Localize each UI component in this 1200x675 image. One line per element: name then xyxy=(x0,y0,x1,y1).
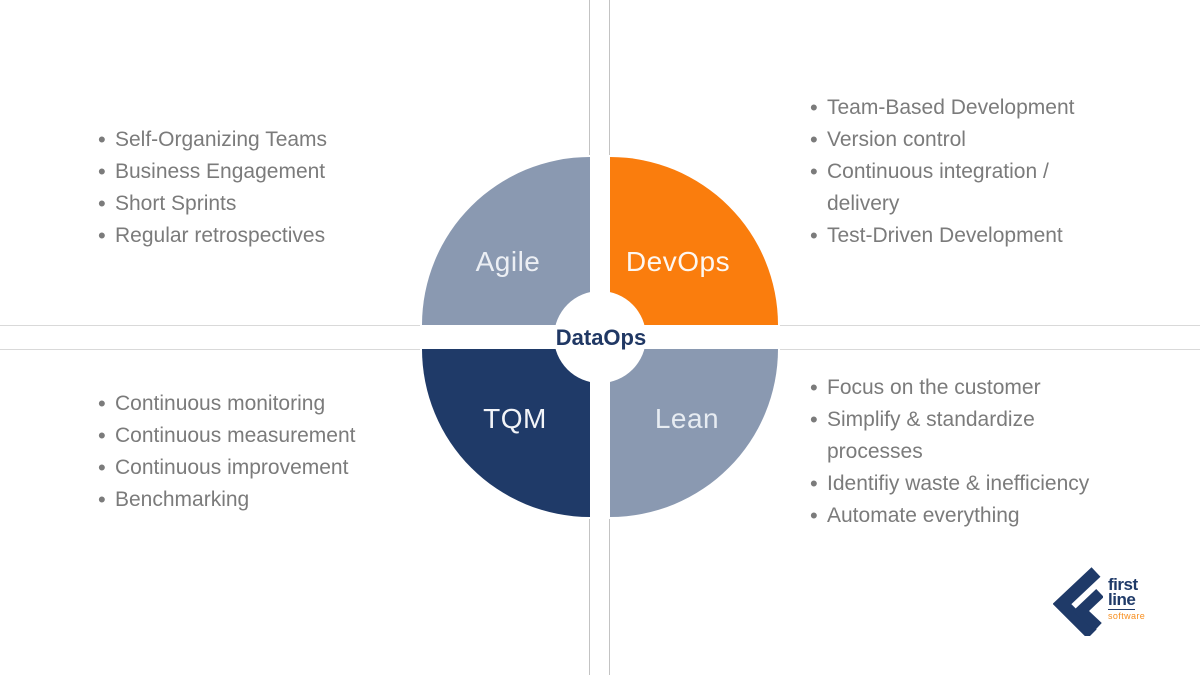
list-item: • Regular retrospectives xyxy=(98,220,327,252)
logo-word-line: line xyxy=(1108,590,1136,610)
agile-list: • Self-Organizing Teams • Business Engageme… xyxy=(98,124,327,252)
segment-lean xyxy=(610,349,778,517)
list-item-text: Benchmarking xyxy=(115,488,250,511)
bullet-icon: • xyxy=(98,391,106,416)
tqm-practices-list: • Continuous monitoring • Continuous measur… xyxy=(98,388,355,516)
list-item-text: Focus on the customer xyxy=(827,376,1041,399)
list-item-text: Identifiy waste & inefficiency xyxy=(827,472,1090,495)
firstline-logo: first line software xyxy=(1053,566,1145,636)
segment-tqm xyxy=(422,349,590,517)
devops-list: •Team-Based Development•Version control•… xyxy=(810,92,1074,252)
list-item: • Continuous improvement xyxy=(98,452,355,484)
list-item-text: Continuous improvement xyxy=(115,456,349,479)
center-label-dataops: DataOps xyxy=(555,325,647,350)
list-item: • Continuous integration /delivery xyxy=(810,156,1074,220)
list-item: • Self-Organizing Teams xyxy=(98,124,327,156)
list-item-text: Continuous monitoring xyxy=(115,392,326,415)
list-item-text: Business Engagement xyxy=(115,160,326,183)
bullet-icon: • xyxy=(98,159,106,184)
segment-label-agile: Agile xyxy=(475,246,541,277)
bullet-icon: • xyxy=(810,407,818,432)
bullet-icon: • xyxy=(98,223,106,248)
bullet-icon: • xyxy=(810,95,818,120)
bullet-icon: • xyxy=(810,159,818,184)
list-item: • Focus on the customer xyxy=(810,372,1089,404)
list-item: • Continuous monitoring xyxy=(98,388,355,420)
bullet-icon: • xyxy=(98,455,106,480)
logo-chevron-small xyxy=(1072,589,1103,632)
segment-agile xyxy=(422,157,590,325)
bullet-icon: • xyxy=(810,375,818,400)
bullet-icon: • xyxy=(810,127,818,152)
list-item: • Identifiy waste & inefficiency xyxy=(810,468,1089,500)
list-item: • Test-Driven Development xyxy=(810,220,1074,252)
list-item: • Benchmarking xyxy=(98,484,355,516)
list-item: • Version control xyxy=(810,124,1074,156)
devops-practices-list: •Team-Based Development•Version control•… xyxy=(810,92,1074,252)
segment-label-lean: Lean xyxy=(654,403,720,434)
list-item-text: Continuous integration /delivery xyxy=(827,160,1049,215)
bullet-icon: • xyxy=(810,223,818,248)
list-item-text: Regular retrospectives xyxy=(115,224,326,247)
bullet-icon: • xyxy=(98,191,106,216)
list-item: • Automate everything xyxy=(810,500,1089,532)
lean-list: • Focus on the customer • Simplify & standa… xyxy=(810,372,1089,532)
segment-devops xyxy=(610,157,778,325)
list-item-text: Self-Organizing Teams xyxy=(115,128,328,151)
bullet-icon: • xyxy=(810,471,818,496)
list-item: • Team-Based Development xyxy=(810,92,1074,124)
list-item: • Business Engagement xyxy=(98,156,327,188)
list-item: • Short Sprints xyxy=(98,188,327,220)
list-item-text: Automate everything xyxy=(827,504,1020,527)
logo-text: first line software xyxy=(1108,575,1146,622)
logo-word-software: software xyxy=(1108,611,1146,621)
list-item-text: Team-Based Development xyxy=(827,96,1075,119)
dataops-donut-chart xyxy=(420,155,780,519)
list-item-text: Short Sprints xyxy=(115,192,237,215)
donut-center-circle xyxy=(554,291,646,383)
list-item: • Continuous measurement xyxy=(98,420,355,452)
lean-practices-list: • Focus on the customer • Simplify & standa… xyxy=(810,372,1089,532)
list-item-text: Continuous measurement xyxy=(115,424,356,447)
firstline-logo-mark-icon xyxy=(1053,567,1103,636)
bullet-icon: • xyxy=(98,487,106,512)
tqm-list: • Continuous monitoring • Continuous measur… xyxy=(98,388,355,516)
list-item-text: Version control xyxy=(827,128,966,151)
bullet-icon: • xyxy=(98,423,106,448)
bullet-icon: • xyxy=(98,127,106,152)
list-item-text: Test-Driven Development xyxy=(827,224,1063,247)
segment-label-tqm: TQM xyxy=(483,403,547,434)
logo-chevron-large xyxy=(1053,567,1101,636)
logo-word-first: first xyxy=(1108,575,1138,594)
segment-label-devops: DevOps xyxy=(625,246,731,277)
agile-practices-list: • Self-Organizing Teams • Business Engageme… xyxy=(98,124,327,252)
bullet-icon: • xyxy=(810,503,818,528)
